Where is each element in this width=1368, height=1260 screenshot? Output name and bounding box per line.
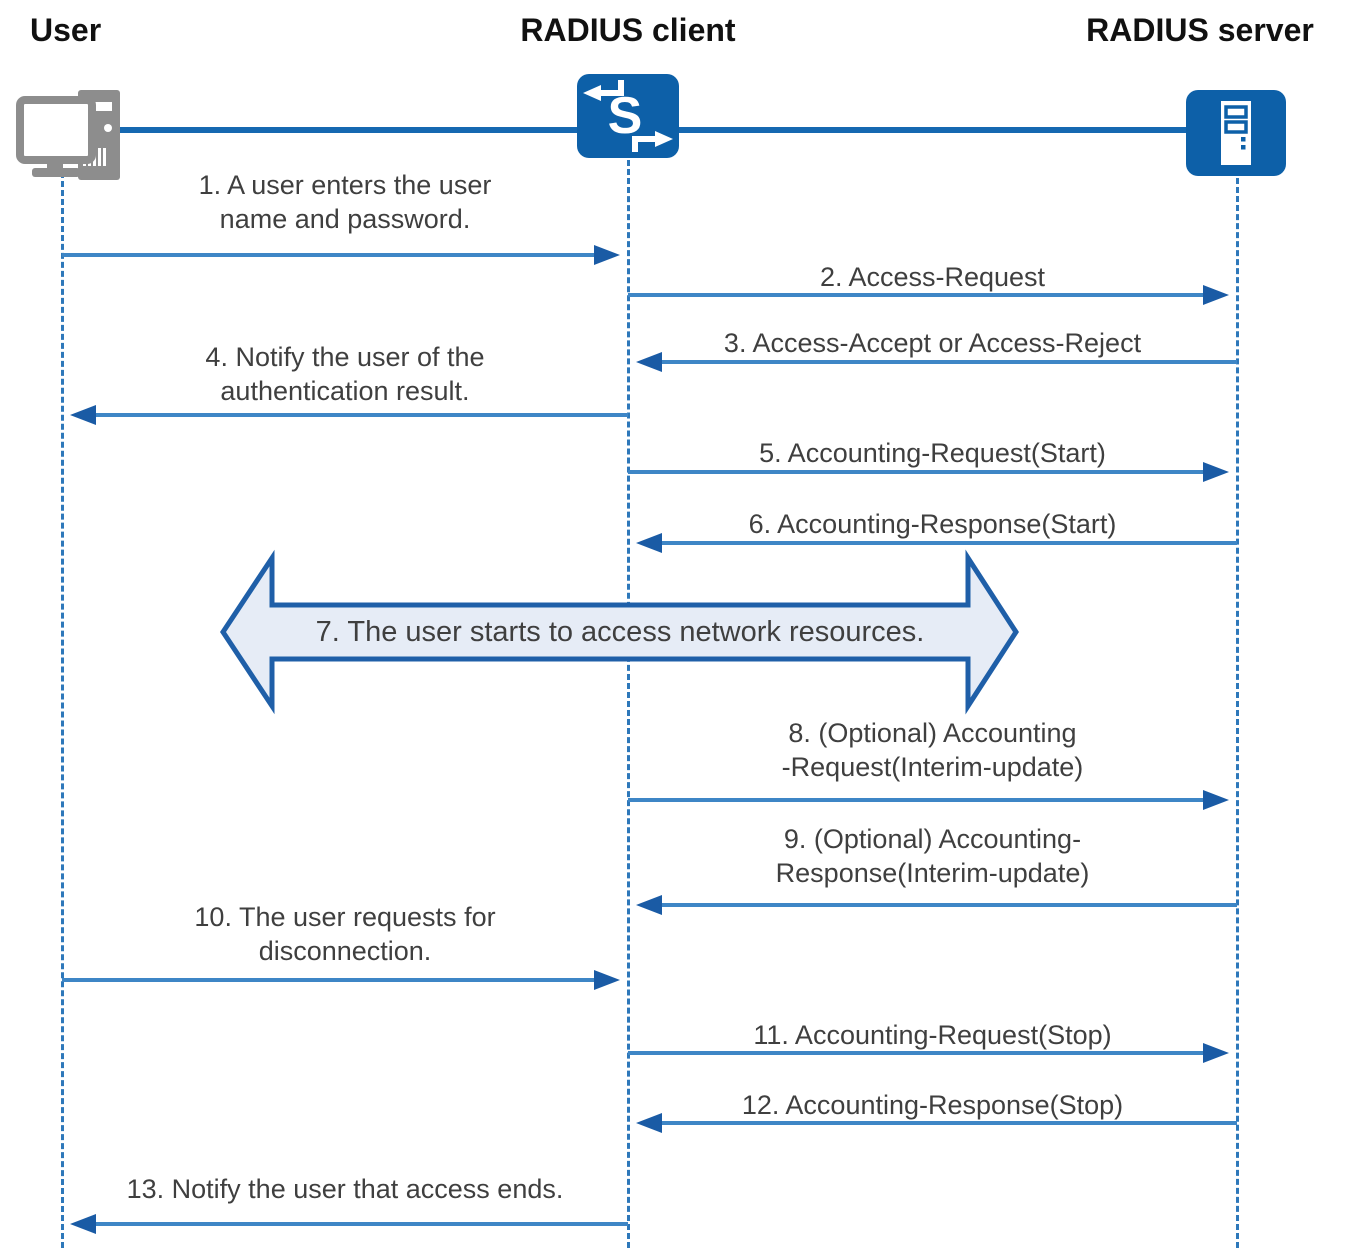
lifeline-radius-client [627,160,630,1248]
message-3-arrowhead [636,352,662,372]
actor-label-radius-client: RADIUS client [520,12,736,48]
message-10-arrowhead [594,970,620,990]
message-5-line [628,470,1207,474]
message-11-line [628,1051,1207,1055]
message-10-line [62,978,598,982]
message-8-arrowhead [1203,790,1229,810]
server-icon [1186,90,1286,176]
message-8-line [628,798,1207,802]
message-12-arrowhead [636,1113,662,1133]
message-9-line [658,903,1237,907]
message-1-line [62,253,598,257]
lifeline-user [61,172,64,1248]
actor-label-radius-server: RADIUS server [1086,12,1314,48]
message-2-line [628,293,1207,297]
message-3-line [658,360,1237,364]
message-4-arrowhead [70,405,96,425]
message-9-arrowhead [636,895,662,915]
message-8-label: 8. (Optional) Accounting-Request(Interim… [781,718,1084,782]
message-2-arrowhead [1203,285,1229,305]
message-11-label: 11. Accounting-Request(Stop) [753,1020,1112,1050]
computer-icon [16,90,120,180]
message-9-label: 9. (Optional) Accounting-Response(Interi… [775,824,1090,888]
banner-label: 7. The user starts to access network res… [315,616,925,648]
message-12-label: 12. Accounting-Response(Stop) [741,1090,1124,1120]
svg-text:S: S [608,87,643,145]
message-13-label: 13. Notify the user that access ends. [126,1174,564,1204]
message-11-arrowhead [1203,1043,1229,1063]
switch-icon: S [577,74,679,158]
message-3-label: 3. Access-Accept or Access-Reject [723,328,1142,358]
message-2-label: 2. Access-Request [819,262,1046,292]
message-12-line [658,1121,1237,1125]
message-4-line [92,413,628,417]
message-1-arrowhead [594,245,620,265]
message-5-label: 5. Accounting-Request(Start) [759,438,1106,468]
actor-label-user: User [30,12,102,48]
message-13-line [92,1222,628,1226]
message-6-arrowhead [636,533,662,553]
message-13-arrowhead [70,1214,96,1234]
message-5-arrowhead [1203,462,1229,482]
message-6-label: 6. Accounting-Response(Start) [748,509,1117,539]
lifeline-radius-server [1236,178,1239,1248]
message-6-line [658,541,1237,545]
